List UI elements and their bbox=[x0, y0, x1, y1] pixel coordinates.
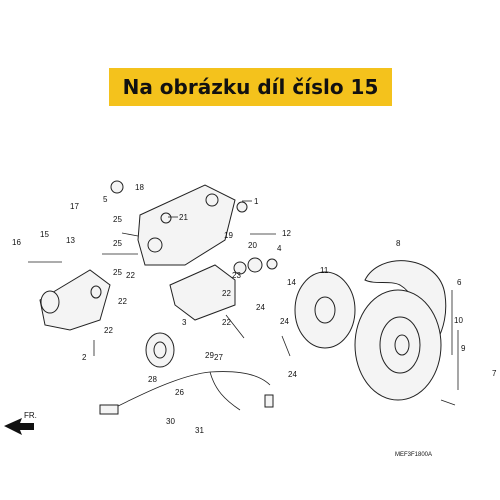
callout-31: 31 bbox=[195, 426, 204, 435]
callout-24c: 24 bbox=[288, 370, 297, 379]
callout-22b: 22 bbox=[118, 297, 127, 306]
front-label: FR. bbox=[24, 411, 37, 420]
callout-2: 2 bbox=[82, 353, 87, 362]
callouts: 1 2 3 4 5 6 7 8 9 10 11 12 13 14 15 16 1… bbox=[12, 183, 497, 435]
bearing-parts bbox=[110, 180, 278, 275]
bolt-parts bbox=[28, 232, 456, 406]
callout-1: 1 bbox=[254, 197, 259, 206]
callout-23: 23 bbox=[232, 271, 241, 280]
callout-25c: 25 bbox=[113, 268, 122, 277]
callout-26: 26 bbox=[175, 388, 184, 397]
callout-12: 12 bbox=[282, 229, 291, 238]
callout-4: 4 bbox=[277, 244, 282, 253]
callout-9: 9 bbox=[461, 344, 466, 353]
callout-5: 5 bbox=[103, 195, 108, 204]
callout-24: 24 bbox=[256, 303, 265, 312]
callout-19: 19 bbox=[224, 231, 233, 240]
callout-8: 8 bbox=[396, 239, 401, 248]
part-banner: Na obrázku díl číslo 15 bbox=[109, 68, 392, 106]
callout-30: 30 bbox=[166, 417, 175, 426]
callout-25: 25 bbox=[113, 215, 122, 224]
callout-3: 3 bbox=[182, 318, 187, 327]
callout-6: 6 bbox=[457, 278, 462, 287]
brake-shoe-part bbox=[145, 332, 175, 368]
callout-29: 29 bbox=[205, 351, 214, 360]
callout-22: 22 bbox=[104, 326, 113, 335]
front-arrow-icon: FR. bbox=[4, 411, 37, 435]
callout-22e: 22 bbox=[222, 318, 231, 327]
callout-14: 14 bbox=[287, 278, 296, 287]
callout-13: 13 bbox=[66, 236, 75, 245]
wheel-part bbox=[354, 289, 442, 401]
diagram-code: MEF3F1800A bbox=[395, 452, 432, 458]
callout-16: 16 bbox=[12, 238, 21, 247]
banner-text: Na obrázku díl číslo 15 bbox=[122, 75, 379, 99]
callout-27: 27 bbox=[214, 353, 223, 362]
callout-20: 20 bbox=[248, 241, 257, 250]
sensor-cable-part bbox=[99, 371, 274, 415]
callout-10: 10 bbox=[454, 316, 463, 325]
callout-25b: 25 bbox=[113, 239, 122, 248]
callout-17: 17 bbox=[70, 202, 79, 211]
swingarm-part bbox=[39, 269, 111, 331]
callout-18: 18 bbox=[135, 183, 144, 192]
callout-11: 11 bbox=[320, 266, 329, 275]
callout-22c: 22 bbox=[126, 271, 135, 280]
callout-24b: 24 bbox=[280, 317, 289, 326]
axle-bar-part bbox=[169, 264, 236, 321]
callout-7: 7 bbox=[492, 369, 497, 378]
callout-22d: 22 bbox=[222, 289, 231, 298]
brake-disc-part bbox=[294, 271, 356, 349]
rear-bracket-part bbox=[137, 184, 236, 266]
callout-15: 15 bbox=[40, 230, 49, 239]
callout-28: 28 bbox=[148, 375, 157, 384]
callout-21: 21 bbox=[179, 213, 188, 222]
leader-lines bbox=[93, 200, 459, 390]
